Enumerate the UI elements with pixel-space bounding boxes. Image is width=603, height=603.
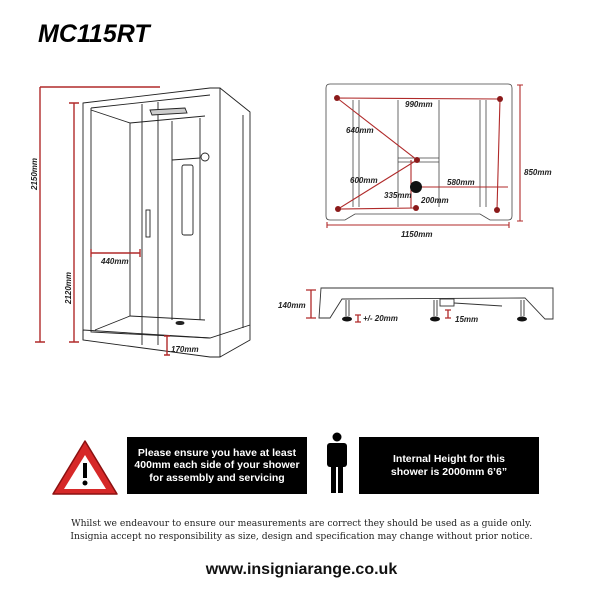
waste-front-label: 200mm: [420, 196, 449, 205]
side-view-feet: [342, 316, 527, 322]
website-link[interactable]: www.insigniarange.co.uk: [205, 561, 398, 578]
assembly-notice: Please ensure you have at least 400mm ea…: [127, 437, 307, 494]
plan-view-points: [334, 95, 503, 213]
frame-height-label: 2120mm: [64, 272, 73, 305]
warning-icon: [52, 440, 118, 495]
person-icon: [327, 432, 347, 493]
disclaimer-line-2: Insignia accept no responsibility as siz…: [70, 531, 533, 542]
side-height-label: 140mm: [278, 301, 306, 310]
waste-right-label: 580mm: [447, 178, 475, 187]
top-width-label: 990mm: [405, 100, 433, 109]
side-view-dimensions: [306, 289, 451, 323]
disclaimer-line-1: Whilst we endeavour to ensure our measur…: [71, 518, 532, 529]
side-view-drawing: [318, 287, 554, 320]
width-label: 1150mm: [401, 230, 432, 239]
overall-height-label: 2150mm: [30, 158, 39, 191]
tray-height-label: 170mm: [171, 345, 199, 354]
front-view-drawing: [82, 87, 251, 358]
waste-left-label: 335mm: [384, 191, 412, 200]
waste-clearance-label: 15mm: [455, 315, 478, 324]
depth-label: 850mm: [524, 168, 552, 177]
diag-upper-label: 640mm: [346, 126, 374, 135]
internal-height-notice: Internal Height for this shower is 2000m…: [359, 437, 539, 494]
front-view-dimensions: [35, 86, 170, 356]
diag-lower-label: 600mm: [350, 176, 378, 185]
product-title: MC115RT: [38, 20, 152, 48]
leg-adjust-label: +/- 20mm: [363, 314, 398, 323]
waste-drain-icon: [410, 181, 422, 193]
door-opening-label: 440mm: [100, 257, 129, 266]
